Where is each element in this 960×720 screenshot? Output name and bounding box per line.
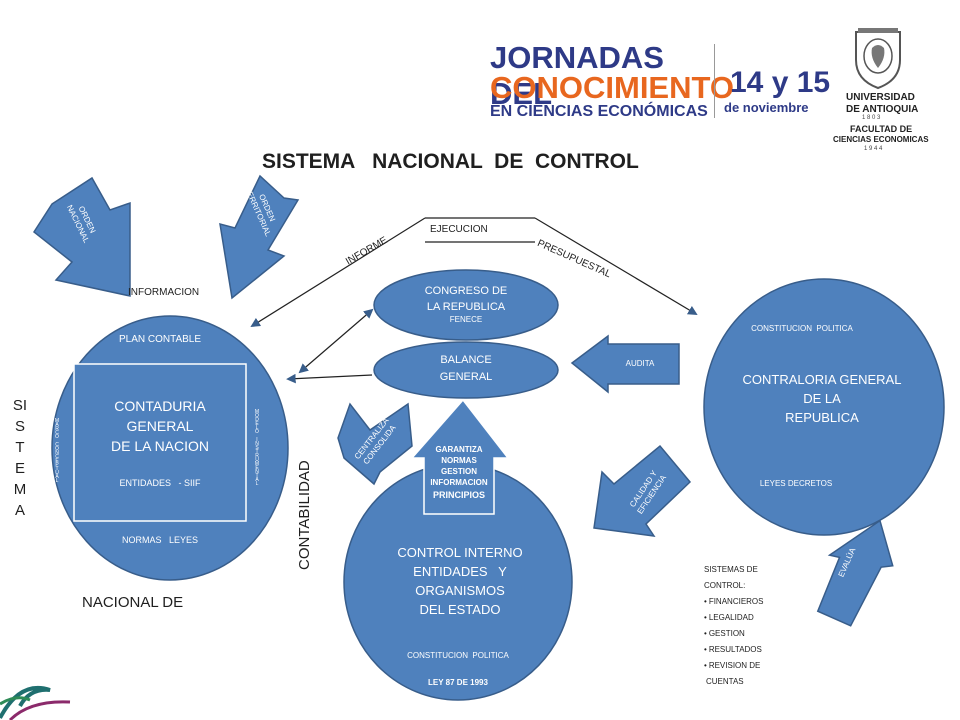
informacion-label: INFORMACION (128, 287, 200, 298)
contaduria-title: CONTADURIA GENERAL DE LA NACION (74, 396, 246, 456)
flow-lines (250, 217, 698, 384)
modelo-instrumental-label: MODELO INSTRUMENTAL (254, 409, 260, 485)
sistemas-heading-1: SISTEMAS DE (704, 565, 758, 574)
control-interno-title-2: ENTIDADES Y (413, 564, 507, 579)
list-item: LEGALIDAD (704, 610, 763, 626)
congreso-text: CONGRESO DE LA REPUBLICA FENECE (380, 283, 552, 325)
faculty-year: 1 9 4 4 (864, 146, 883, 152)
balance-ellipse (373, 341, 559, 399)
header-line1: JORNADAS DEL (490, 40, 664, 111)
plan-contable-label: PLAN CONTABLE (118, 334, 202, 345)
header-line2: CONOCIMIENTO (490, 70, 734, 105)
university-seal-icon (855, 28, 901, 90)
congreso-ellipse (373, 269, 559, 341)
sistemas-de-control: SISTEMAS DE CONTROL: FINANCIEROS LEGALID… (704, 562, 763, 690)
list-item: GESTION (704, 626, 763, 642)
faculty-name-2: CIENCIAS ECONOMICAS (833, 135, 929, 144)
contaduria-title-2: GENERAL (126, 418, 194, 434)
balance-line-1: BALANCE (440, 354, 492, 366)
congreso-line-3: FENECE (449, 315, 483, 324)
contraloria-constitucion-label: CONSTITUCION POLITICA (751, 324, 853, 333)
orden-territorial-arrow (219, 174, 300, 300)
sistemas-tail: CUENTAS (706, 677, 744, 686)
page-title: SISTEMA NACIONAL DE CONTROL (262, 150, 639, 173)
garantiza-arrow (410, 398, 510, 515)
ejecucion-label: EJECUCION (430, 224, 488, 235)
centraliza-arrow (337, 402, 413, 486)
garantiza-line-3: GESTION (440, 467, 477, 476)
garantiza-line-4: INFORMACION (430, 478, 488, 487)
entidades-siif-label: ENTIDADES - SIIF (119, 478, 201, 488)
header-divider (714, 44, 715, 118)
contraloria-title-3: REPUBLICA (785, 410, 859, 425)
contabilidad-label: CONTABILIDAD (296, 460, 313, 570)
header-logo: JORNADAS DEL CONOCIMIENTO EN CIENCIAS EC… (490, 40, 734, 120)
university-name-1: UNIVERSIDAD (846, 92, 915, 103)
decorative-swirl-icon (0, 685, 71, 720)
university-year: 1 8 0 3 (862, 115, 881, 121)
congreso-line-2: LA REPUBLICA (426, 301, 506, 313)
evalua-arrow (816, 519, 894, 627)
contaduria-title-3: DE LA NACION (110, 438, 210, 454)
contaduria-inner-box (73, 363, 247, 522)
garantiza-line-1: GARANTIZA (435, 445, 483, 454)
balance-link (286, 373, 373, 384)
list-item: REVISION DE (704, 658, 763, 674)
orden-nacional-arrow (33, 176, 131, 297)
contraloria-title-2: DE LA (803, 391, 841, 406)
university-name-2: DE ANTIOQUIA (846, 104, 919, 115)
presupuestal-line (534, 217, 698, 315)
marco-conceptual-label: MARCO CONCEPTUAL (54, 418, 60, 482)
contraloria-circle (703, 278, 945, 536)
sistemas-heading-2: CONTROL: (704, 581, 746, 590)
congreso-link (298, 308, 374, 374)
balance-text: BALANCE GENERAL (380, 352, 552, 386)
control-interno-ley-label: LEY 87 DE 1993 (428, 678, 488, 687)
garantiza-line-2: NORMAS (441, 456, 477, 465)
header-line3: EN CIENCIAS ECONÓMICAS (490, 103, 708, 120)
contraloria-title-1: CONTRALORIA GENERAL (742, 372, 902, 387)
control-interno-title-4: DEL ESTADO (419, 602, 501, 617)
balance-line-2: GENERAL (439, 371, 493, 383)
normas-leyes-label: NORMAS LEYES (121, 535, 199, 545)
contraloria-leyes-label: LEYES DECRETOS (759, 479, 833, 488)
contaduria-title-1: CONTADURIA (114, 398, 206, 414)
control-interno-title-1: CONTROL INTERNO (397, 545, 523, 560)
list-item: FINANCIEROS (704, 594, 764, 610)
garantiza-line-5: PRINCIPIOS (432, 490, 485, 500)
sistema-vertical-text: SI S T E M A (12, 397, 28, 519)
sistemas-list: FINANCIEROS LEGALIDAD GESTION RESULTADOS… (704, 594, 764, 674)
header-date-small: de noviembre (724, 100, 809, 115)
nacional-de-label: NACIONAL DE (82, 594, 184, 611)
congreso-line-1: CONGRESO DE (424, 285, 508, 297)
audita-arrow (570, 334, 680, 394)
control-interno-constitucion-label: CONSTITUCION POLITICA (407, 651, 509, 660)
audita-label: AUDITA (625, 359, 655, 368)
faculty-name-1: FACULTAD DE (850, 124, 913, 134)
calidad-arrow (593, 444, 692, 537)
control-interno-title-3: ORGANISMOS (415, 583, 505, 598)
list-item: RESULTADOS (704, 642, 763, 658)
control-interno-title: CONTROL INTERNO ENTIDADES Y ORGANISMOS D… (360, 543, 560, 619)
informe-line (250, 217, 426, 328)
header-date-big: 14 y 15 (730, 66, 831, 99)
sistema-vertical-label: SI S T E M A (8, 395, 32, 521)
garantiza-text: GARANTIZA NORMAS GESTION INFORMACION PRI… (424, 444, 494, 501)
contraloria-title: CONTRALORIA GENERAL DE LA REPUBLICA (710, 370, 934, 427)
